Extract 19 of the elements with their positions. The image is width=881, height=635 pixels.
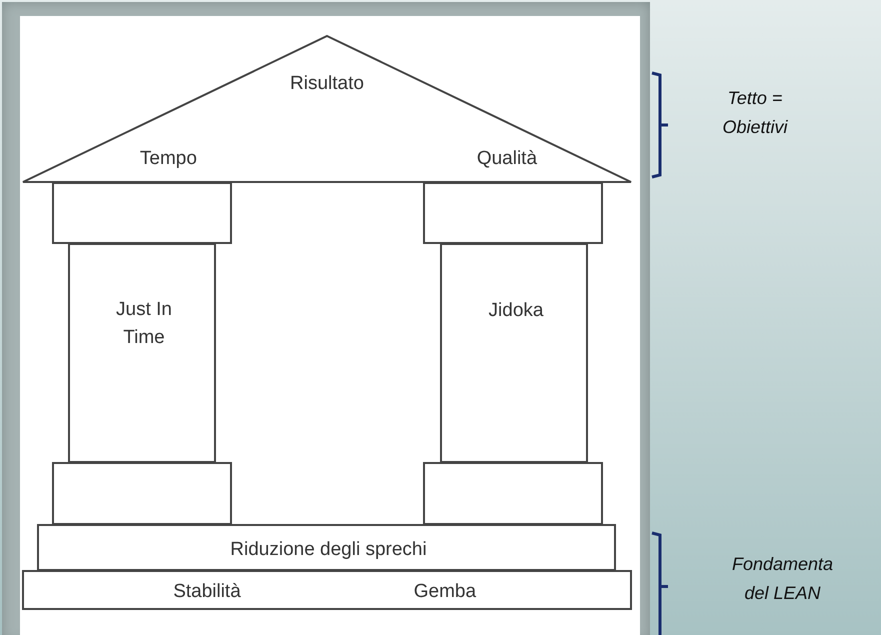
- pillar-block: [423, 182, 603, 244]
- pillar-block: [52, 462, 232, 525]
- node-label: Jidoka: [488, 299, 544, 323]
- side-note: Tetto = Obiettivi: [721, 87, 789, 139]
- node-label: Gemba: [412, 580, 478, 604]
- side-note: Fondamenta del LEAN: [730, 553, 834, 605]
- node-label: Stabilità: [172, 580, 242, 604]
- node-label: Tempo: [138, 147, 198, 172]
- roof-triangle: [22, 35, 632, 183]
- pillar-block: [52, 182, 232, 244]
- pillar-shaft: [68, 243, 216, 463]
- node-label: Risultato: [289, 72, 365, 96]
- node-label: Qualità: [476, 147, 538, 172]
- pillar-block: [423, 462, 603, 525]
- node-label: Riduzione degli sprechi: [229, 538, 428, 562]
- pillar-shaft: [440, 243, 588, 463]
- foundation-step: [37, 524, 616, 571]
- foundation-step: [22, 570, 632, 610]
- node-label: Just In Time: [115, 298, 173, 350]
